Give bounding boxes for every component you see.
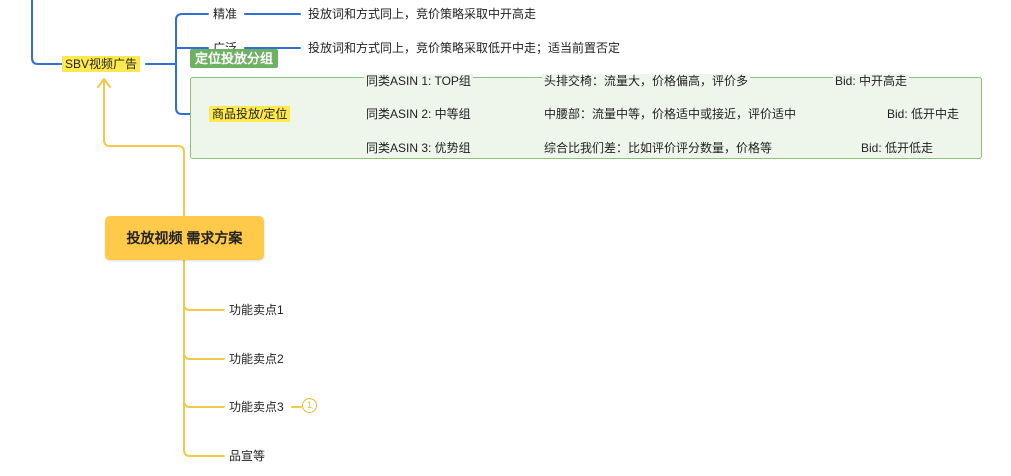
node-product-placement[interactable]: 商品投放/定位 (209, 106, 291, 122)
edge-feature2 (183, 352, 225, 360)
edge-central-features (183, 259, 225, 457)
node-asin-1-bid[interactable]: Bid: 中开高走 (833, 74, 910, 88)
edge-sbv-precise (175, 13, 209, 65)
edge-feature1 (183, 303, 225, 311)
central-topic-label: 投放视频 需求方案 (126, 230, 243, 246)
node-feature-1[interactable]: 功能卖点1 (227, 303, 286, 317)
edge-central-sbv (103, 79, 185, 217)
node-feature-2[interactable]: 功能卖点2 (227, 352, 286, 366)
note-broad[interactable]: 投放词和方式同上，竞价策略采取低开中走；适当前置否定 (306, 41, 623, 55)
node-product-placement-label: 商品投放/定位 (209, 106, 291, 122)
edge-feature3 (183, 400, 225, 408)
node-precise[interactable]: 精准 (211, 7, 240, 21)
arrow-head (97, 77, 111, 88)
central-topic[interactable]: 投放视频 需求方案 (105, 216, 264, 260)
node-asin-2-desc[interactable]: 中腰部：流量中等，价格适中或接近，评价适中 (542, 107, 799, 121)
node-sbv[interactable]: SBV视频广告 (62, 56, 141, 72)
edge-root-sbv (31, 0, 63, 65)
node-sbv-label: SBV视频广告 (62, 56, 141, 72)
node-asin-1[interactable]: 同类ASIN 1: TOP组 (364, 74, 473, 88)
node-asin-3-desc[interactable]: 综合比我们差：比如评价评分数量，价格等 (542, 141, 775, 155)
group-title[interactable]: 定位投放分组 (190, 49, 279, 68)
node-asin-2[interactable]: 同类ASIN 2: 中等组 (364, 107, 473, 121)
node-asin-1-desc[interactable]: 头排交椅：流量大，价格偏高，评价多 (542, 74, 751, 88)
node-brand-promo[interactable]: 品宣等 (227, 449, 268, 463)
note-precise[interactable]: 投放词和方式同上，竞价策略采取中开高走 (306, 7, 539, 21)
task-marker-icon[interactable]: 1 (302, 398, 317, 413)
edge-sbv-product (175, 63, 209, 115)
node-asin-2-bid[interactable]: Bid: 低开中走 (885, 107, 962, 121)
node-feature-3[interactable]: 功能卖点3 (227, 400, 286, 414)
node-asin-3[interactable]: 同类ASIN 3: 优势组 (364, 141, 473, 155)
node-asin-3-bid[interactable]: Bid: 低开低走 (859, 141, 936, 155)
